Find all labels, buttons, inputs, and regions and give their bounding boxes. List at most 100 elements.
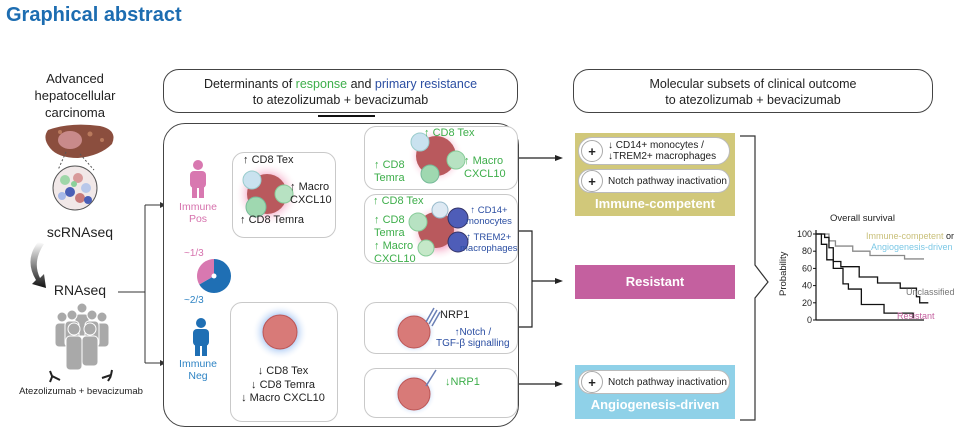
angio-nrp1: ↓NRP1 bbox=[445, 376, 480, 389]
res1-cd14: ↑ CD14+monocytes bbox=[466, 205, 512, 227]
marker-text: macrophages bbox=[460, 243, 518, 254]
immune-pos-label: Immune Pos bbox=[172, 201, 224, 225]
res2-notch: ↑Notch /TGF-β signalling bbox=[436, 327, 510, 349]
molecular-subsets-header: Molecular subsets of clinical outcome to… bbox=[573, 69, 933, 113]
header-text: Determinants of bbox=[203, 77, 296, 91]
pill-text: Notch pathway inactivation bbox=[608, 175, 727, 187]
legend-ic: Immune-competent bbox=[866, 231, 944, 241]
resistance-text: primary resistance bbox=[374, 77, 478, 91]
up-arrow-icon: ↑ bbox=[464, 155, 470, 167]
marker-text: NRP1 bbox=[450, 376, 480, 388]
down-arrow-icon: ↓ bbox=[445, 376, 451, 388]
plus-icon: + bbox=[581, 140, 603, 162]
legend-or: or bbox=[943, 231, 955, 241]
y-tick-label: 100 bbox=[797, 229, 812, 239]
up-arrow-icon: ↑ bbox=[374, 159, 380, 171]
label-line: Immune bbox=[179, 358, 217, 370]
feature-pill: + ↓ CD14+ monocytes /↓TREM2+ macrophages bbox=[578, 137, 730, 165]
feature-pill: + Notch pathway inactivation bbox=[578, 370, 730, 394]
down-arrow-icon: ↓ bbox=[257, 365, 264, 377]
legend-resistant: Resistant bbox=[897, 311, 935, 321]
y-tick-label: 60 bbox=[802, 263, 812, 273]
tumor-cell-illustration bbox=[252, 304, 308, 360]
pie-slice-immune-pos bbox=[197, 259, 214, 285]
y-tick-label: 40 bbox=[802, 281, 812, 291]
response-cells-illustration bbox=[408, 128, 466, 184]
pill-line: CD14+ monocytes / bbox=[615, 140, 704, 151]
subsets-line2: to atezolizumab + bevacizumab bbox=[665, 93, 841, 107]
tumor-immune-cells-illustration bbox=[235, 162, 299, 226]
label-line: Neg bbox=[188, 370, 208, 382]
disease-line: hepatocellular bbox=[34, 88, 116, 103]
angiogenesis-subset: + Notch pathway inactivation Angiogenesi… bbox=[575, 365, 735, 419]
up-arrow-icon: ↑ bbox=[243, 154, 249, 166]
person-pos-icon bbox=[190, 160, 206, 198]
marker-text: CD8 bbox=[382, 159, 405, 171]
determinants-line1: Determinants of response and primary res… bbox=[164, 76, 517, 92]
angiogenesis-label: Angiogenesis-driven bbox=[590, 397, 720, 412]
up-arrow-icon: ↑ bbox=[466, 232, 472, 243]
legend-angio: Angiogenesis-driven bbox=[871, 242, 953, 252]
marker-text: Macro bbox=[298, 181, 330, 193]
person-neg-icon bbox=[193, 318, 209, 356]
determinants-header: Determinants of response and primary res… bbox=[163, 69, 518, 113]
chart-ylabel: Probability bbox=[778, 251, 789, 296]
chart-title: Overall survival bbox=[830, 213, 895, 224]
marker-text: Notch / bbox=[459, 327, 492, 338]
neg-marker: ↓ Macro CXCL10 bbox=[230, 392, 336, 406]
marker-text: CXCL10 bbox=[464, 168, 506, 180]
feature-pill: + Notch pathway inactivation bbox=[578, 169, 730, 193]
liver-icon bbox=[45, 124, 114, 211]
neg-fraction-label: ~2/3 bbox=[184, 295, 204, 306]
label-line: Immune bbox=[179, 201, 217, 213]
marker-text: TGF-β signalling bbox=[436, 338, 510, 349]
immune-neg-label: Immune Neg bbox=[172, 358, 224, 382]
legend-unclassified: Unclassified bbox=[906, 287, 955, 297]
up-arrow-icon: ↑ bbox=[424, 127, 430, 139]
scrnaseq-label: scRNAseq bbox=[46, 224, 114, 240]
down-arrow-icon: ↓ bbox=[608, 151, 613, 162]
plus-icon: + bbox=[581, 170, 603, 192]
km-curve-unclassified bbox=[816, 233, 929, 304]
nrp1-tumor-illustration bbox=[392, 307, 441, 354]
marker-text: CD8 Temra bbox=[248, 214, 304, 226]
marker-text: CD8 Tex bbox=[266, 365, 309, 377]
down-arrow-icon: ↓ bbox=[251, 378, 257, 391]
curved-arrow-icon bbox=[30, 242, 46, 288]
down-arrow-icon: ↓ bbox=[608, 140, 616, 151]
resistance-cells-illustration bbox=[408, 201, 469, 260]
resistance-box-notch bbox=[364, 302, 518, 354]
marker-text: Macro bbox=[382, 240, 414, 252]
patient-group-icon bbox=[54, 302, 110, 371]
up-arrow-icon: ↑ bbox=[470, 205, 476, 216]
marker-text: CXCL10 bbox=[290, 194, 332, 206]
pos-cd8tex: ↑ CD8 Tex bbox=[243, 154, 294, 167]
marker-text: TREM2+ bbox=[473, 232, 512, 243]
marker-text: monocytes bbox=[466, 216, 512, 227]
response-text: response bbox=[295, 77, 348, 91]
neg-marker: ↓ CD8 Temra bbox=[230, 379, 336, 393]
res1-cd8tex: ↑ CD8 Tex bbox=[373, 195, 424, 208]
up-arrow-icon: ↑ bbox=[374, 214, 380, 226]
resp-cd8tex: ↑ CD8 Tex bbox=[424, 127, 475, 140]
neg-marker: ↓ CD8 Tex bbox=[230, 365, 336, 379]
res1-trem2: ↑ TREM2+macrophages bbox=[460, 232, 518, 254]
marker-text: CD8 Tex bbox=[251, 154, 294, 166]
marker-text: CD8 bbox=[382, 214, 405, 226]
marker-text: Macro CXCL10 bbox=[249, 392, 325, 404]
disease-line: carcinoma bbox=[45, 105, 105, 120]
header-text: and bbox=[347, 77, 375, 91]
down-arrow-icon: ↓ bbox=[241, 392, 247, 404]
marker-text: CD14+ bbox=[477, 205, 508, 216]
up-arrow-icon: ↑ bbox=[454, 327, 460, 338]
immune-pie-chart bbox=[197, 259, 231, 293]
marker-text: CD8 Tex bbox=[432, 127, 475, 139]
y-tick-label: 80 bbox=[802, 246, 812, 256]
marker-text: CXCL10 bbox=[374, 253, 416, 265]
page-title: Graphical abstract bbox=[6, 4, 182, 26]
